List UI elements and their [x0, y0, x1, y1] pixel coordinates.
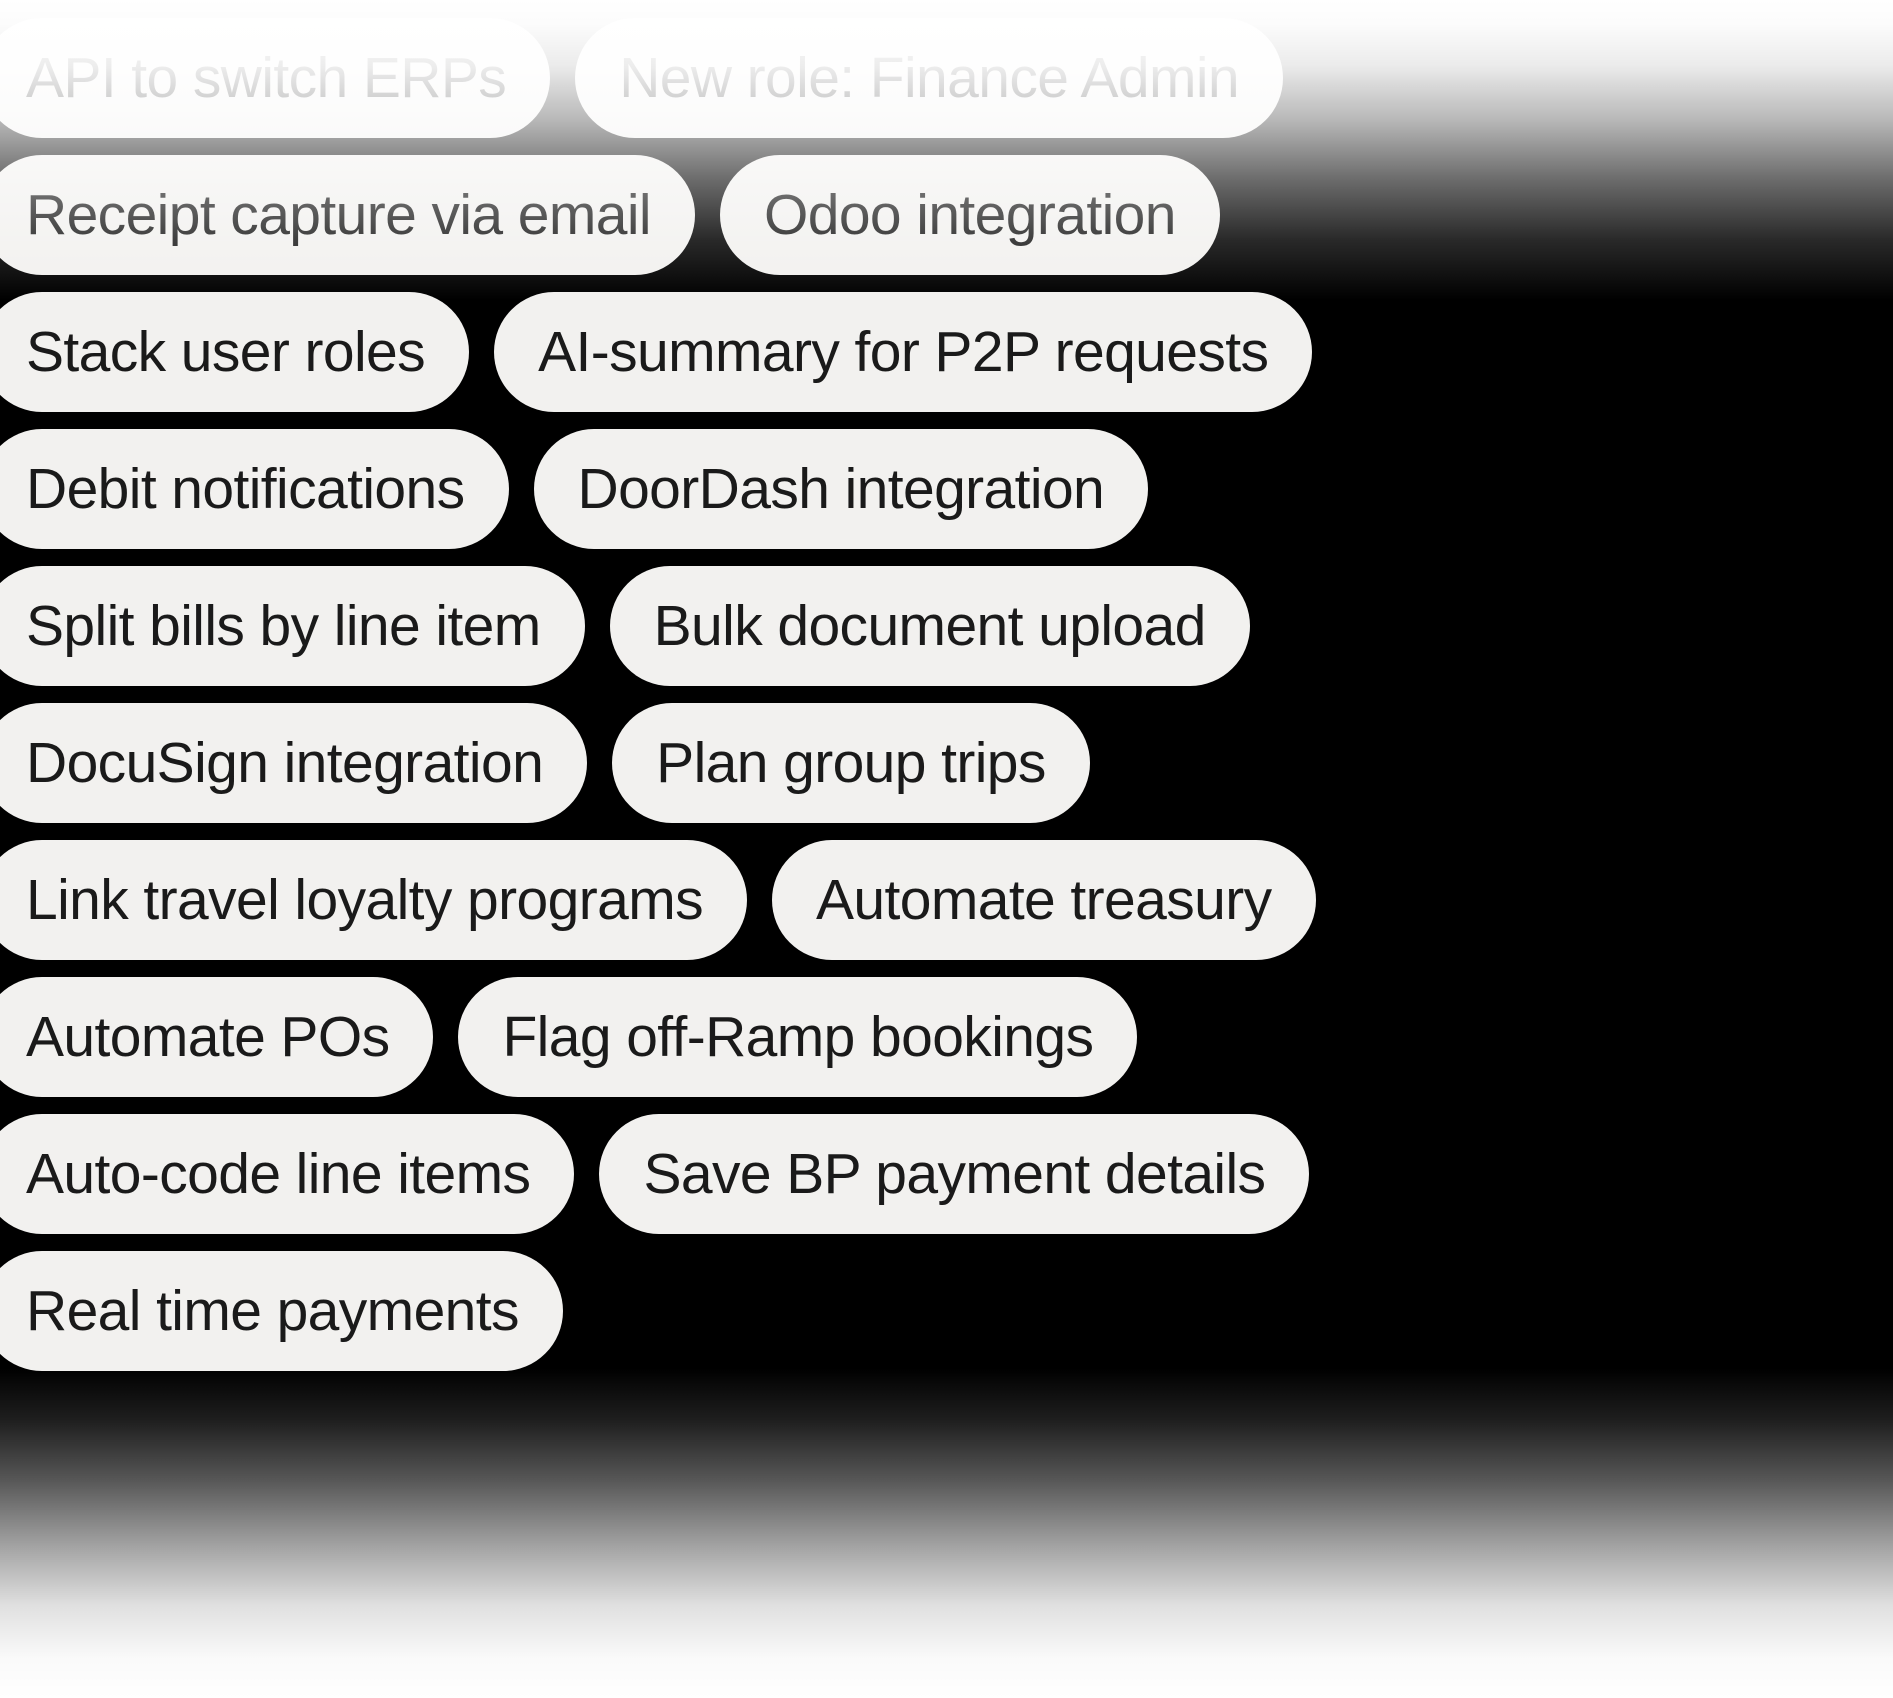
feature-request-pill[interactable]: Automate POs — [0, 977, 434, 1097]
pill-row: Link travel loyalty programs Automate tre… — [0, 840, 1893, 960]
feature-request-pill[interactable]: Stack user roles — [0, 292, 470, 412]
feature-request-pill-label: Automate treasury — [815, 867, 1272, 932]
feature-request-pill[interactable]: AI-summary for P2P requests — [494, 292, 1313, 412]
feature-request-pill[interactable]: Debit notifications — [0, 429, 509, 549]
pill-row-list: API to switch ERPs New role: Finance Admi… — [0, 18, 1893, 1388]
pill-row: Automate POs Flag off-Ramp bookings — [0, 977, 1893, 1097]
feature-request-pill-label: Flag off-Ramp bookings — [502, 1004, 1094, 1069]
feature-request-pill[interactable]: Plan group trips — [612, 703, 1090, 823]
feature-request-pill[interactable]: DoorDash integration — [533, 429, 1149, 549]
feature-request-pill-label: Receipt capture via email — [26, 182, 652, 247]
feature-request-pill-label: Link travel loyalty programs — [26, 867, 704, 932]
feature-request-pill-label: Split bills by line item — [26, 593, 541, 658]
feature-request-pill[interactable]: Bulk document upload — [609, 566, 1250, 686]
feature-request-pill-label: AI-summary for P2P requests — [538, 319, 1269, 384]
feature-request-pill[interactable]: Automate treasury — [771, 840, 1316, 960]
feature-request-pill-label: Real time payments — [26, 1278, 520, 1343]
pill-row: API to switch ERPs New role: Finance Admi… — [0, 18, 1893, 138]
feature-request-pill[interactable]: Auto-code line items — [0, 1114, 575, 1234]
feature-request-pill-label: Automate POs — [26, 1004, 390, 1069]
feature-request-pill[interactable]: Save BP payment details — [599, 1114, 1310, 1234]
pill-row: Debit notifications DoorDash integration — [0, 429, 1893, 549]
feature-request-pill-label: Odoo integration — [763, 182, 1176, 247]
pill-row: Stack user roles AI-summary for P2P reque… — [0, 292, 1893, 412]
pill-row: DocuSign integration Plan group trips — [0, 703, 1893, 823]
feature-request-pill-label: API to switch ERPs — [26, 45, 507, 110]
feature-request-pill[interactable]: Real time payments — [0, 1251, 563, 1371]
feature-request-pill-label: Bulk document upload — [653, 593, 1207, 658]
feature-request-pill[interactable]: Flag off-Ramp bookings — [458, 977, 1138, 1097]
feature-request-pill[interactable]: API to switch ERPs — [0, 18, 551, 138]
bottom-fade-overlay — [0, 1368, 1893, 1698]
feature-request-pill[interactable]: New role: Finance Admin — [575, 18, 1284, 138]
feature-request-pill[interactable]: Odoo integration — [719, 155, 1220, 275]
feature-request-pill[interactable]: Split bills by line item — [0, 566, 585, 686]
feature-request-pill-label: Debit notifications — [26, 456, 465, 521]
feature-request-pill-label: Plan group trips — [656, 730, 1046, 795]
pill-row: Real time payments — [0, 1251, 1893, 1371]
feature-request-pill-label: Stack user roles — [26, 319, 426, 384]
feature-request-pill-label: Auto-code line items — [26, 1141, 531, 1206]
pill-row: Auto-code line items Save BP payment deta… — [0, 1114, 1893, 1234]
feature-request-pill-label: Save BP payment details — [643, 1141, 1266, 1206]
feature-request-pill[interactable]: Receipt capture via email — [0, 155, 695, 275]
feature-request-pill-label: DocuSign integration — [26, 730, 544, 795]
feature-request-pill-label: DoorDash integration — [577, 456, 1105, 521]
feature-request-pill-label: New role: Finance Admin — [619, 45, 1240, 110]
feature-request-pill[interactable]: Link travel loyalty programs — [0, 840, 747, 960]
pill-row: Split bills by line item Bulk document up… — [0, 566, 1893, 686]
feature-request-pill[interactable]: DocuSign integration — [0, 703, 588, 823]
pill-row: Receipt capture via email Odoo integratio… — [0, 155, 1893, 275]
